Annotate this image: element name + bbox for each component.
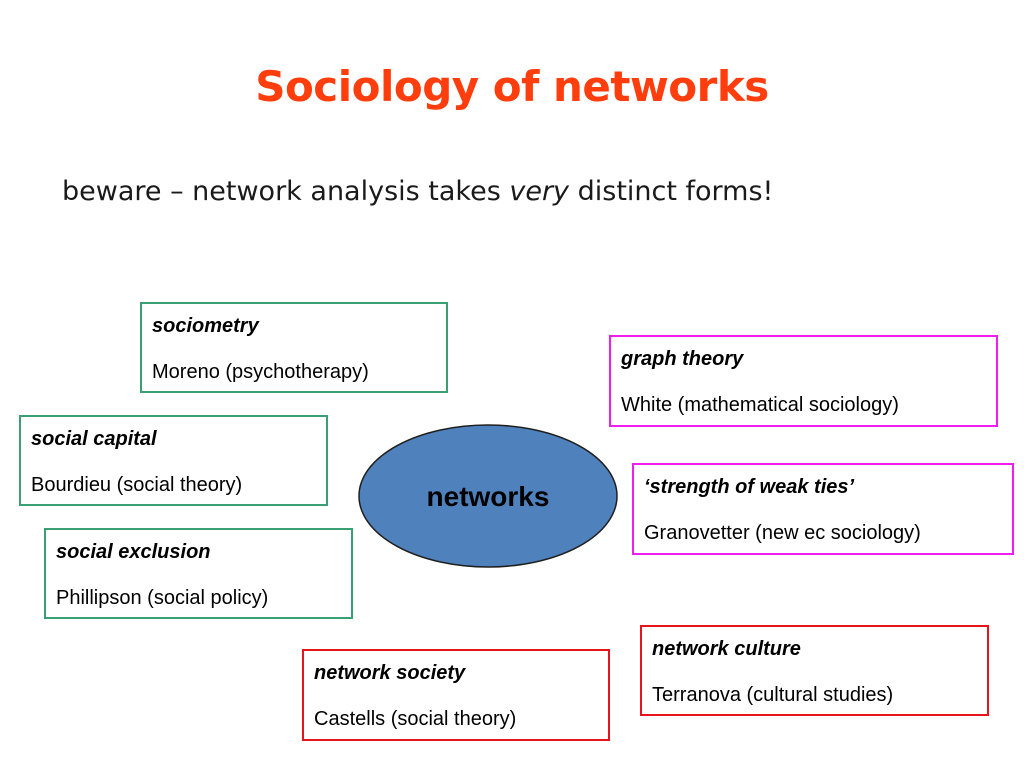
box-detail: Bourdieu (social theory) xyxy=(31,474,243,496)
box-network-culture: network culture Terranova (cultural stud… xyxy=(640,625,989,716)
box-social-capital: social capital Bourdieu (social theory) xyxy=(19,415,328,506)
box-detail: White (mathematical sociology) xyxy=(621,394,899,416)
box-detail: Phillipson (social policy) xyxy=(56,587,269,609)
subtitle-text-after: distinct forms! xyxy=(569,176,774,207)
box-heading: social capital xyxy=(31,428,157,450)
box-sociometry: sociometry Moreno (psychotherapy) xyxy=(140,302,448,393)
slide-subtitle: beware – network analysis takes very dis… xyxy=(62,176,773,207)
box-network-society: network society Castells (social theory) xyxy=(302,649,610,741)
box-heading: network society xyxy=(314,662,466,684)
box-detail: Granovetter (new ec sociology) xyxy=(644,522,921,544)
networks-label: networks xyxy=(426,481,550,512)
slide-title: Sociology of networks xyxy=(255,62,769,111)
box-detail: Castells (social theory) xyxy=(314,708,517,730)
box-heading: network culture xyxy=(652,638,801,660)
subtitle-emphasis: very xyxy=(509,176,570,207)
box-detail: Terranova (cultural studies) xyxy=(652,684,894,706)
box-heading: social exclusion xyxy=(56,541,211,563)
box-strength-of-weak-ties: ‘strength of weak ties’ Granovetter (new… xyxy=(632,463,1014,555)
center-ellipse-shape xyxy=(358,424,618,568)
box-heading: sociometry xyxy=(152,315,259,337)
box-social-exclusion: social exclusion Phillipson (social poli… xyxy=(44,528,353,619)
box-detail: Moreno (psychotherapy) xyxy=(152,361,369,383)
networks-ellipse xyxy=(358,424,618,568)
box-graph-theory: graph theory White (mathematical sociolo… xyxy=(609,335,998,427)
box-heading: ‘strength of weak ties’ xyxy=(644,476,855,498)
box-heading: graph theory xyxy=(621,348,744,370)
subtitle-text-before: beware – network analysis takes xyxy=(62,176,510,207)
